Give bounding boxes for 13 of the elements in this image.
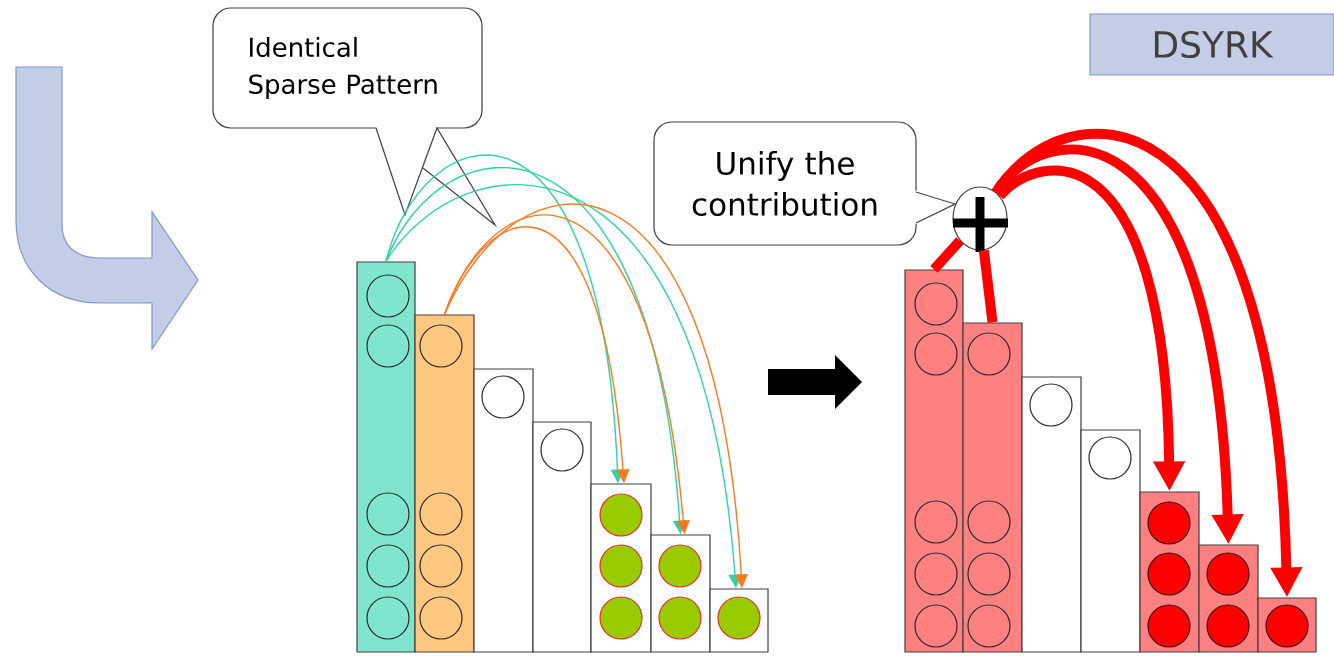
matrix-column — [1021, 376, 1082, 653]
matrix-column — [356, 261, 416, 653]
matrix-column — [904, 269, 964, 653]
speech-bubble: Unify the contribution — [653, 121, 957, 246]
matrix-column — [1080, 429, 1141, 653]
matrix-column — [414, 314, 475, 653]
speech-bubble: Identical Sparse Pattern — [212, 7, 498, 228]
connector-line — [930, 237, 964, 273]
matrix-column — [473, 368, 534, 653]
matrix-column — [532, 421, 592, 653]
connector-line — [978, 249, 998, 323]
routine-box: DSYRK — [1089, 13, 1334, 76]
matrix-column — [962, 322, 1023, 653]
